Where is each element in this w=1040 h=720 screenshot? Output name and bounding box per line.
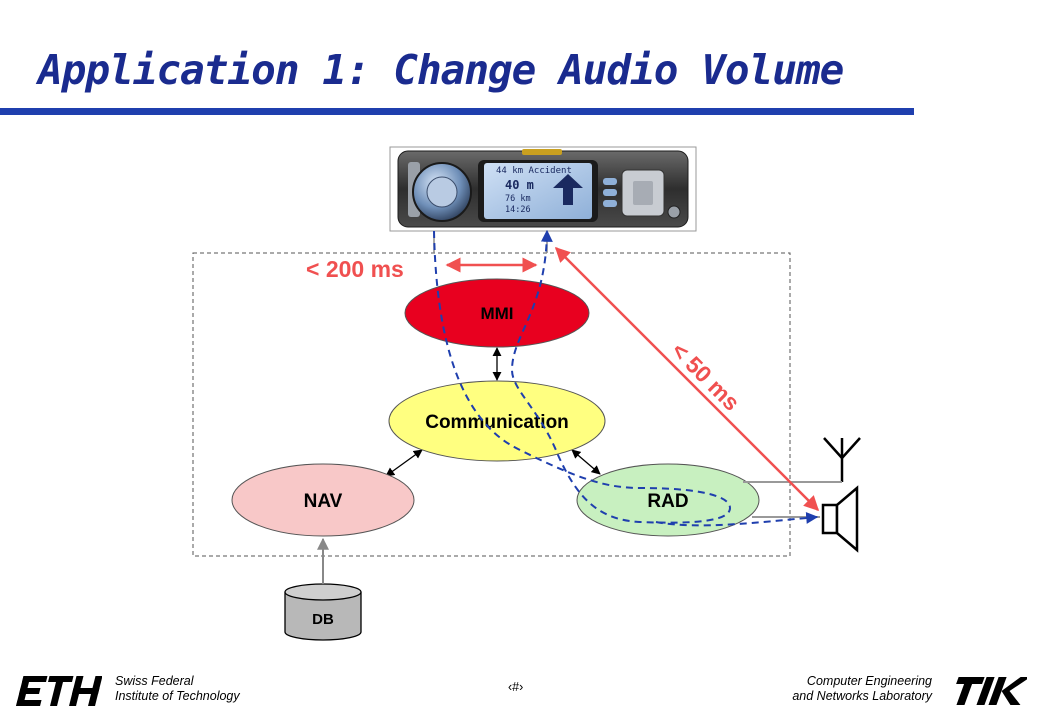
footer-right: Computer Engineering and Networks Labora… <box>792 674 932 704</box>
footer-left: Swiss Federal Institute of Technology <box>115 674 240 704</box>
rad-label: RAD <box>647 491 688 512</box>
footer-right-line2: and Networks Laboratory <box>792 689 932 703</box>
title-underline <box>0 108 914 115</box>
antenna-icon <box>823 437 861 482</box>
system-boundary <box>192 252 791 557</box>
mmi-latency-label: < 200 ms <box>306 256 404 282</box>
radio-display-line4: 14:26 <box>505 205 531 215</box>
db-label: DB <box>312 611 334 628</box>
speaker-latency-arrow <box>554 246 820 512</box>
speaker-icon <box>821 485 859 553</box>
footer-left-line2: Institute of Technology <box>115 689 240 703</box>
eth-logo <box>16 676 102 706</box>
nav-node <box>231 463 415 537</box>
car-radio-unit: 44 km Accident 40 m 76 km 14:26 <box>389 146 697 232</box>
nav-label: NAV <box>304 491 343 512</box>
footer-right-line1: Computer Engineering <box>806 674 932 688</box>
volume-signal-path <box>433 229 732 524</box>
radio-display-line1: 44 km Accident <box>496 166 572 176</box>
turn-arrow-icon <box>553 174 583 205</box>
communication-label: Communication <box>425 412 569 433</box>
database-node <box>284 583 362 641</box>
footer-left-line1: Swiss Federal <box>115 674 194 688</box>
page-marker: ‹#› <box>508 680 524 694</box>
speaker-latency-label: < 50 ms <box>666 337 745 416</box>
radio-display-line3: 76 km <box>505 194 531 204</box>
radio-display-line2: 40 m <box>505 178 534 192</box>
tik-logo <box>956 677 1027 705</box>
mmi-label: MMI <box>480 304 513 323</box>
slide-title: Application 1: Change Audio Volume <box>38 46 844 94</box>
